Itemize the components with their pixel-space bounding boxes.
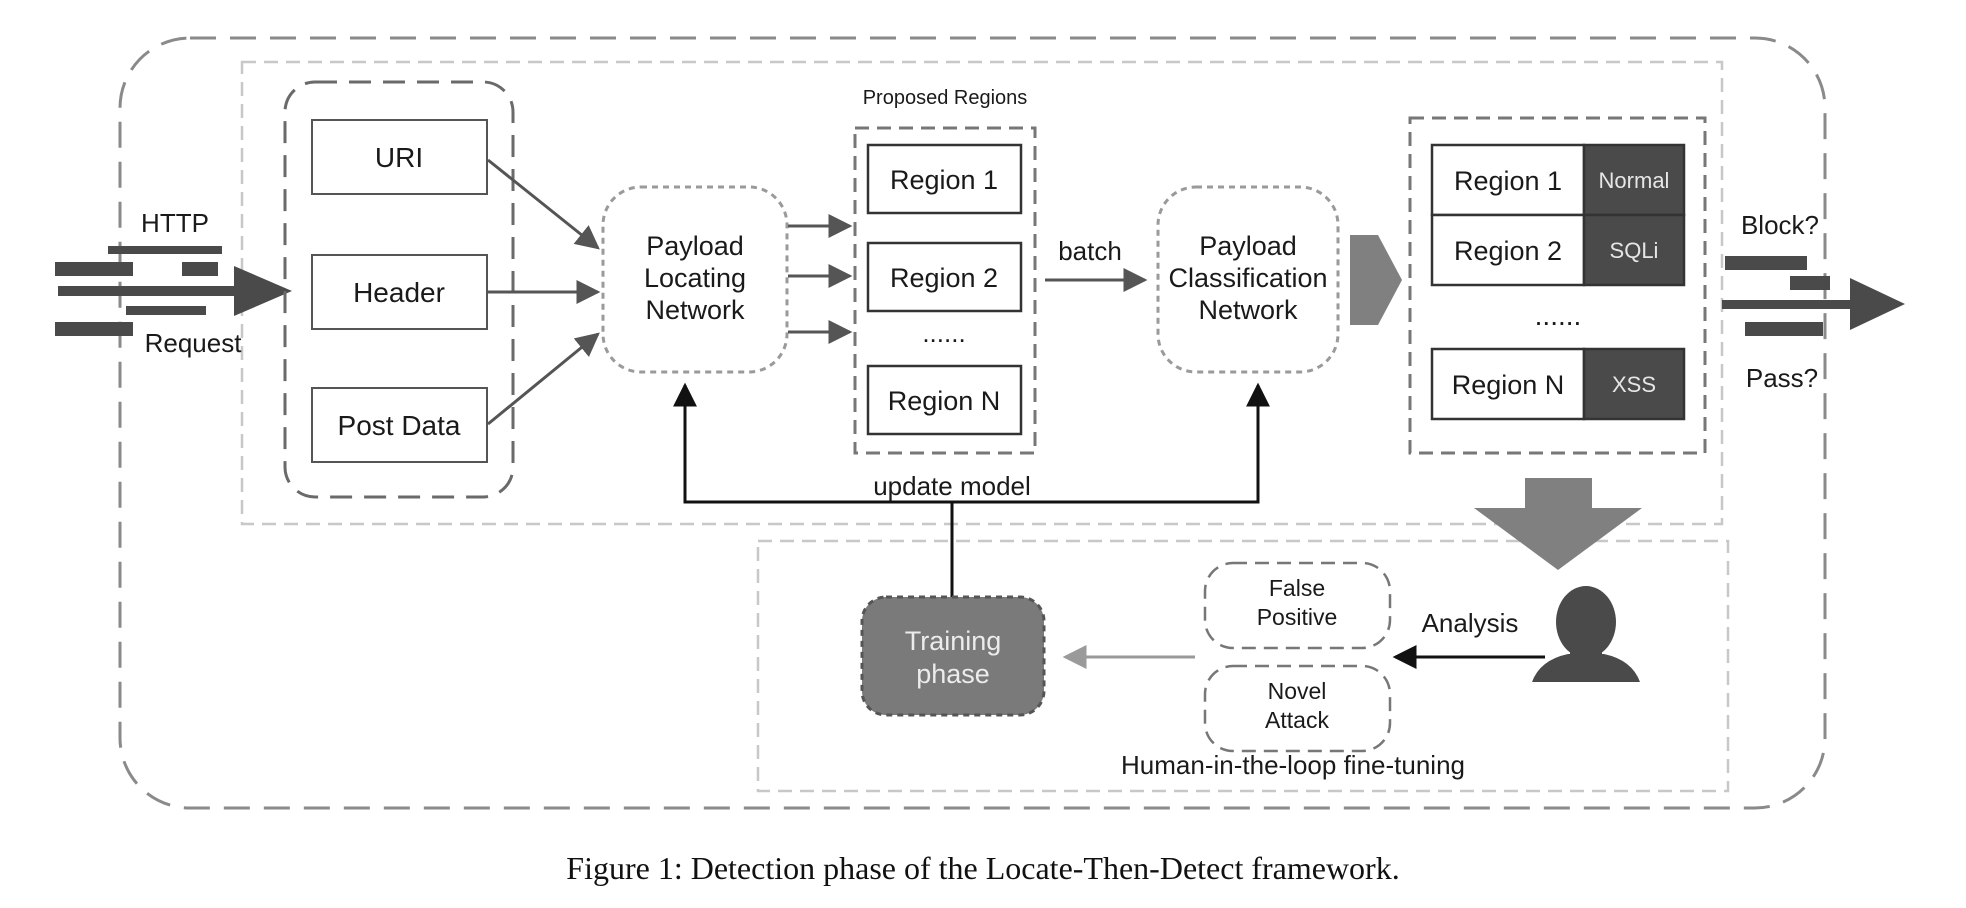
classification-line-2: Classification	[1168, 263, 1327, 293]
result-row-2-region: Region 2	[1454, 236, 1562, 266]
training-line-1: Training	[905, 626, 1002, 656]
input-label-header: Header	[353, 277, 445, 308]
locating-line-3: Network	[645, 295, 745, 325]
novel-attack-line-2: Attack	[1265, 707, 1329, 733]
proposed-regions-group	[853, 126, 1037, 455]
novel-attack-line-1: Novel	[1268, 678, 1327, 704]
input-label-post-data: Post Data	[338, 410, 461, 441]
result-row-n-region: Region N	[1452, 370, 1565, 400]
update-line-to-locating	[673, 382, 952, 504]
pass-label: Pass?	[1746, 363, 1818, 393]
classification-line-1: Payload	[1199, 231, 1297, 261]
arrow-postdata-to-locating	[487, 332, 600, 426]
human-loop-label: Human-in-the-loop fine-tuning	[1121, 750, 1465, 780]
outer-frame	[118, 36, 1827, 810]
result-row-1-class-box	[1582, 143, 1686, 217]
input-box-uri	[311, 119, 488, 195]
http-label: HTTP	[141, 208, 209, 238]
false-positive-box	[1203, 561, 1392, 650]
proposed-region-2-box	[866, 241, 1023, 313]
proposed-region-2-label: Region 2	[890, 263, 998, 293]
proposed-ellipsis: ......	[922, 318, 965, 348]
result-row-2-class-box	[1582, 213, 1686, 287]
human-loop-frame	[756, 539, 1730, 793]
update-model-label: update model	[873, 471, 1031, 501]
payload-locating-network	[601, 185, 789, 374]
result-row-n-class: XSS	[1612, 372, 1656, 397]
arrow-uri-to-locating	[487, 158, 600, 250]
person-icon	[1532, 586, 1640, 682]
false-positive-line-1: False	[1269, 575, 1325, 601]
input-box-header	[311, 254, 488, 330]
arrow-to-analyst	[1474, 478, 1642, 570]
analysis-label: Analysis	[1422, 608, 1519, 638]
http-request-icon	[55, 246, 292, 336]
proposed-region-1-label: Region 1	[890, 165, 998, 195]
locating-line-1: Payload	[646, 231, 744, 261]
http-response-icon	[1722, 256, 1905, 336]
arrow-to-results	[1350, 235, 1402, 325]
training-line-2: phase	[916, 659, 990, 689]
proposed-regions-label: Proposed Regions	[863, 87, 1028, 109]
results-ellipsis: ......	[1535, 300, 1582, 331]
proposed-region-n-box	[866, 364, 1023, 436]
proposed-region-1-box	[866, 143, 1023, 215]
result-row-1-region: Region 1	[1454, 166, 1562, 196]
payload-classification-network	[1156, 185, 1340, 374]
false-positive-line-2: Positive	[1257, 604, 1338, 630]
update-line-to-classification	[952, 382, 1270, 504]
result-row-2-region-box	[1430, 213, 1586, 287]
result-row-n-region-box	[1430, 347, 1586, 421]
request-label: Request	[145, 328, 243, 358]
locating-line-2: Locating	[644, 263, 746, 293]
classification-line-3: Network	[1198, 295, 1298, 325]
result-row-1-class: Normal	[1599, 168, 1670, 193]
inputs-group	[283, 80, 515, 499]
input-box-post-data	[311, 387, 488, 463]
results-group	[1408, 116, 1707, 455]
training-phase-box	[860, 595, 1046, 717]
novel-attack-box	[1203, 664, 1392, 753]
input-label-uri: URI	[375, 142, 423, 173]
block-label: Block?	[1741, 210, 1819, 240]
result-row-2-class: SQLi	[1610, 238, 1659, 263]
proposed-region-n-label: Region N	[888, 386, 1001, 416]
result-row-n-class-box	[1582, 347, 1686, 421]
batch-label: batch	[1058, 236, 1122, 266]
figure-caption: Figure 1: Detection phase of the Locate-…	[566, 850, 1400, 886]
